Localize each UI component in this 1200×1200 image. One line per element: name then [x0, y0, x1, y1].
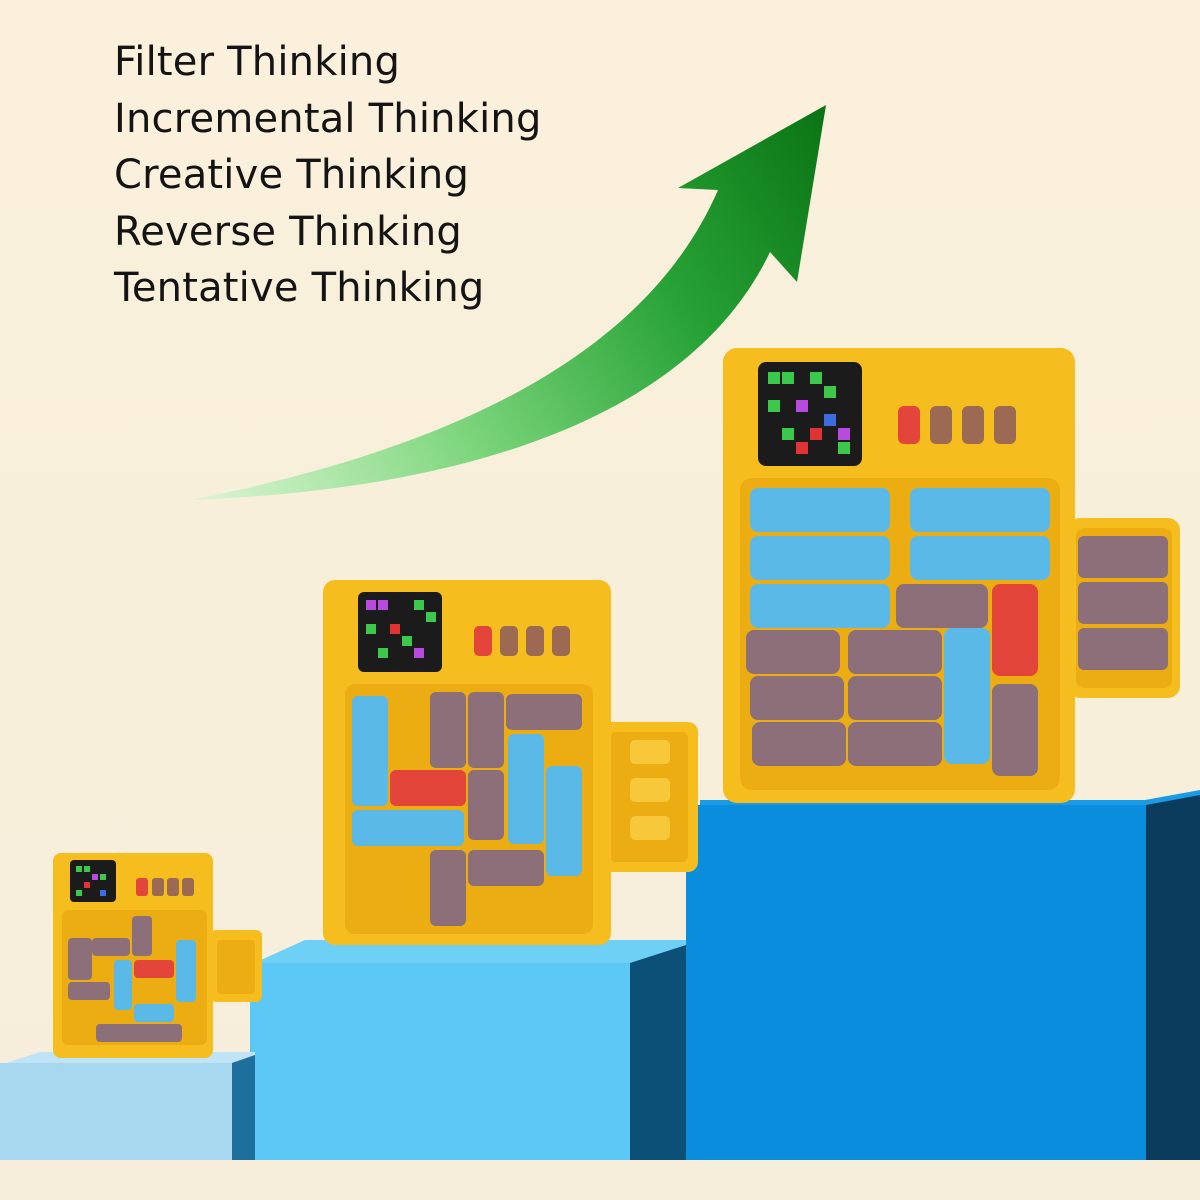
thinking-skills-list: Filter Thinking Incremental Thinking Cre… — [114, 34, 542, 317]
step-3-side — [1146, 795, 1200, 1160]
step-2-top — [250, 940, 686, 965]
skill-incremental-thinking: Incremental Thinking — [114, 95, 542, 142]
skill-creative-thinking: Creative Thinking — [114, 152, 470, 198]
skill-tentative-thinking: Tentative Thinking — [114, 265, 485, 311]
step-2-front — [250, 963, 630, 1160]
puzzle-medium — [323, 580, 698, 945]
step-1-side — [232, 1055, 255, 1160]
growth-arrow-icon — [190, 105, 826, 500]
level-button-icon — [136, 878, 148, 896]
puzzle-large — [723, 348, 1180, 803]
level-button-icon — [898, 406, 920, 444]
level-button-icon — [474, 626, 492, 656]
skill-reverse-thinking: Reverse Thinking — [114, 208, 462, 255]
step-2-side — [630, 945, 686, 1160]
puzzle-small — [53, 853, 262, 1058]
skill-filter-thinking: Filter Thinking — [114, 39, 401, 85]
step-1-front — [0, 1063, 232, 1160]
step-3-front — [686, 805, 1146, 1160]
